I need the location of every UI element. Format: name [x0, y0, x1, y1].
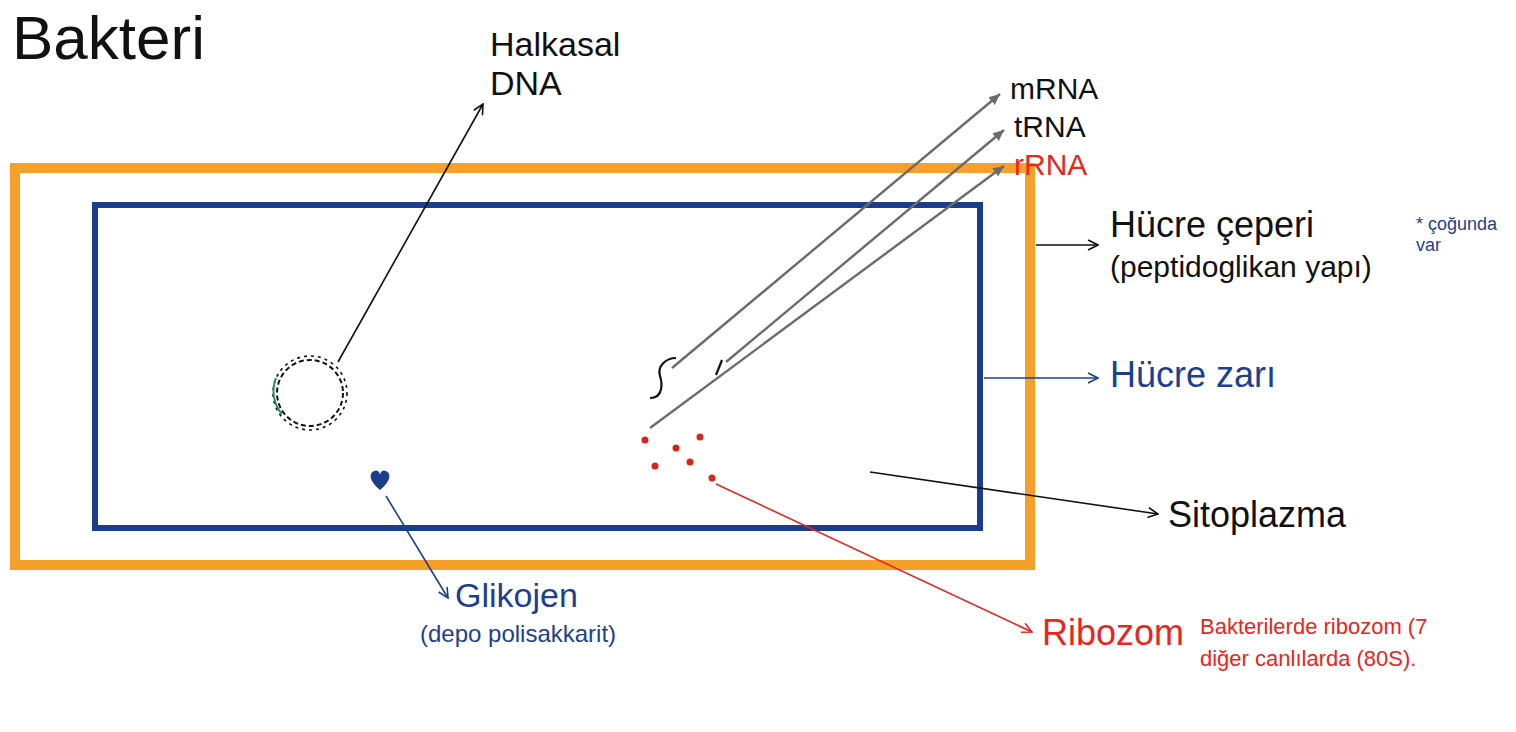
leader-line [386, 496, 448, 598]
part-label: Halkasal DNA [490, 25, 660, 103]
note-label: * çoğunda var [1416, 214, 1510, 255]
leader-line [716, 484, 1032, 632]
circular-dna [273, 356, 347, 430]
part-label: Sitoplazma [1168, 494, 1346, 535]
mrna-symbol [650, 358, 676, 398]
leader-line [984, 377, 1098, 379]
note-label: diğer canlılarda (80S). [1200, 646, 1416, 671]
ribosome-dot [642, 437, 649, 444]
part-label: (peptidoglikan yapı) [1110, 250, 1372, 285]
part-label: tRNA [1014, 110, 1086, 145]
leader-line [338, 104, 483, 362]
dna-segment [273, 378, 282, 414]
leader-line [1036, 244, 1098, 246]
diagram-title: Bakteri [12, 2, 205, 73]
part-label: Glikojen [455, 576, 578, 615]
ribosome-dots [642, 434, 716, 482]
leader-line [672, 94, 1000, 368]
ribosome-dot [709, 475, 716, 482]
cell-wall [15, 168, 1030, 565]
ribosome-dot [652, 463, 659, 470]
note-label: Bakterilerde ribozom (7 [1200, 614, 1427, 639]
leader-line [726, 130, 1004, 362]
ribosome-dot [673, 445, 680, 452]
ribosome-dot [697, 434, 704, 441]
part-label: Ribozom [1042, 612, 1184, 653]
part-label: (depo polisakkarit) [420, 620, 616, 648]
leader-line [650, 166, 1004, 428]
part-label: Hücre zarı [1110, 354, 1276, 395]
circular-dna [277, 360, 343, 426]
part-label: Hücre çeperi [1110, 204, 1314, 245]
leader-line [870, 472, 1158, 514]
ribosome-dot [687, 459, 694, 466]
part-label: mRNA [1010, 72, 1098, 107]
part-label: rRNA [1014, 148, 1087, 183]
trna-symbol [716, 360, 722, 375]
cell-membrane [95, 205, 980, 528]
glycogen-granule [371, 470, 390, 490]
